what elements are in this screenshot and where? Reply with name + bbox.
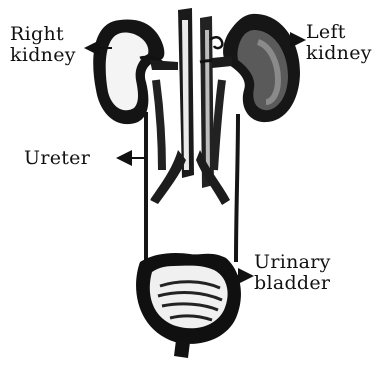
urinary-bladder <box>136 253 241 358</box>
right-kidney-label: Right kidney <box>10 24 76 66</box>
right-kidney-label-line1: Right <box>10 24 76 45</box>
left-kidney-label: Left kidney <box>306 22 372 64</box>
left-kidney-label-line2: kidney <box>306 43 372 64</box>
aorta <box>178 8 194 178</box>
right-kidney <box>93 20 164 125</box>
urinary-bladder-label-line2: bladder <box>254 273 331 294</box>
ureter-label: Ureter <box>24 148 90 169</box>
right-kidney-label-line2: kidney <box>10 45 76 66</box>
urinary-bladder-label: Urinary bladder <box>254 252 331 294</box>
left-kidney-label-line1: Left <box>306 22 372 43</box>
left-kidney <box>200 14 300 122</box>
urinary-bladder-label-line1: Urinary <box>254 252 331 273</box>
